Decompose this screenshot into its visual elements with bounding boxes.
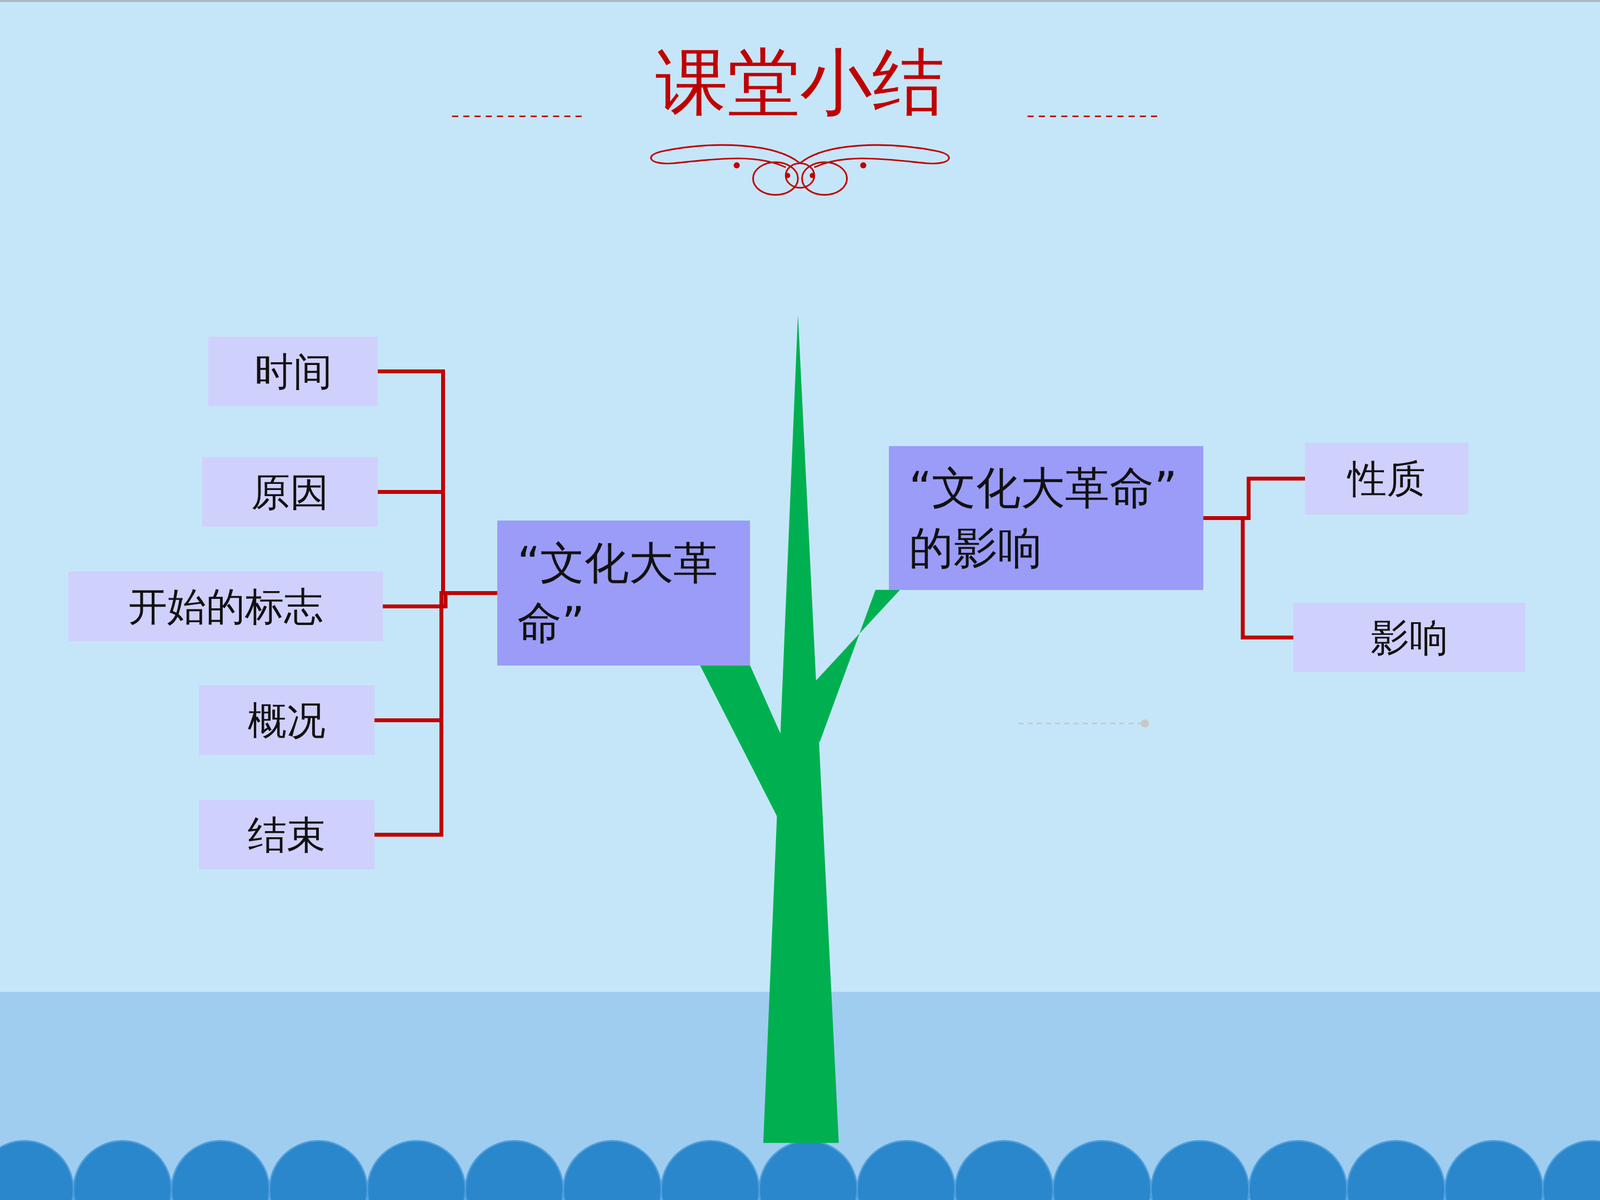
dashed-pointer [1018,719,1149,728]
item-box: 概况 [198,685,375,755]
title-ornament [452,116,1161,195]
bracket-connector [377,371,498,594]
box-label: 开始的标志 [128,583,323,630]
item-box: 时间 [208,336,378,407]
title-ornament-dots [733,162,867,178]
bracket-connector [374,593,498,721]
box-label: 原因 [251,468,329,516]
box-label: 时间 [254,348,333,395]
tree-illustration [700,314,900,1143]
topic-box: “文化大革命”的影响 [888,446,1204,590]
slide-title: 课堂小结 [0,38,1600,126]
bracket-connector [1203,478,1305,519]
item-box: 结束 [198,800,375,870]
box-label: 影响 [1370,614,1449,662]
top-rule [0,0,1600,3]
item-box: 影响 [1293,602,1526,673]
box-label: 结束 [247,811,326,859]
box-label: 概况 [247,697,326,744]
topic-box: “文化大革命” [497,520,750,666]
item-box: 性质 [1305,442,1469,515]
item-box: 原因 [202,457,378,527]
item-box: 开始的标志 [68,571,383,642]
title-text: 课堂小结 [655,40,945,125]
box-label: “文化大革命” [517,533,730,654]
box-label: “文化大革命”的影响 [908,458,1184,579]
bracket-connector [1203,518,1294,638]
bracket-connector [374,593,498,835]
box-label: 性质 [1347,455,1426,503]
bracket-connector [377,492,498,594]
